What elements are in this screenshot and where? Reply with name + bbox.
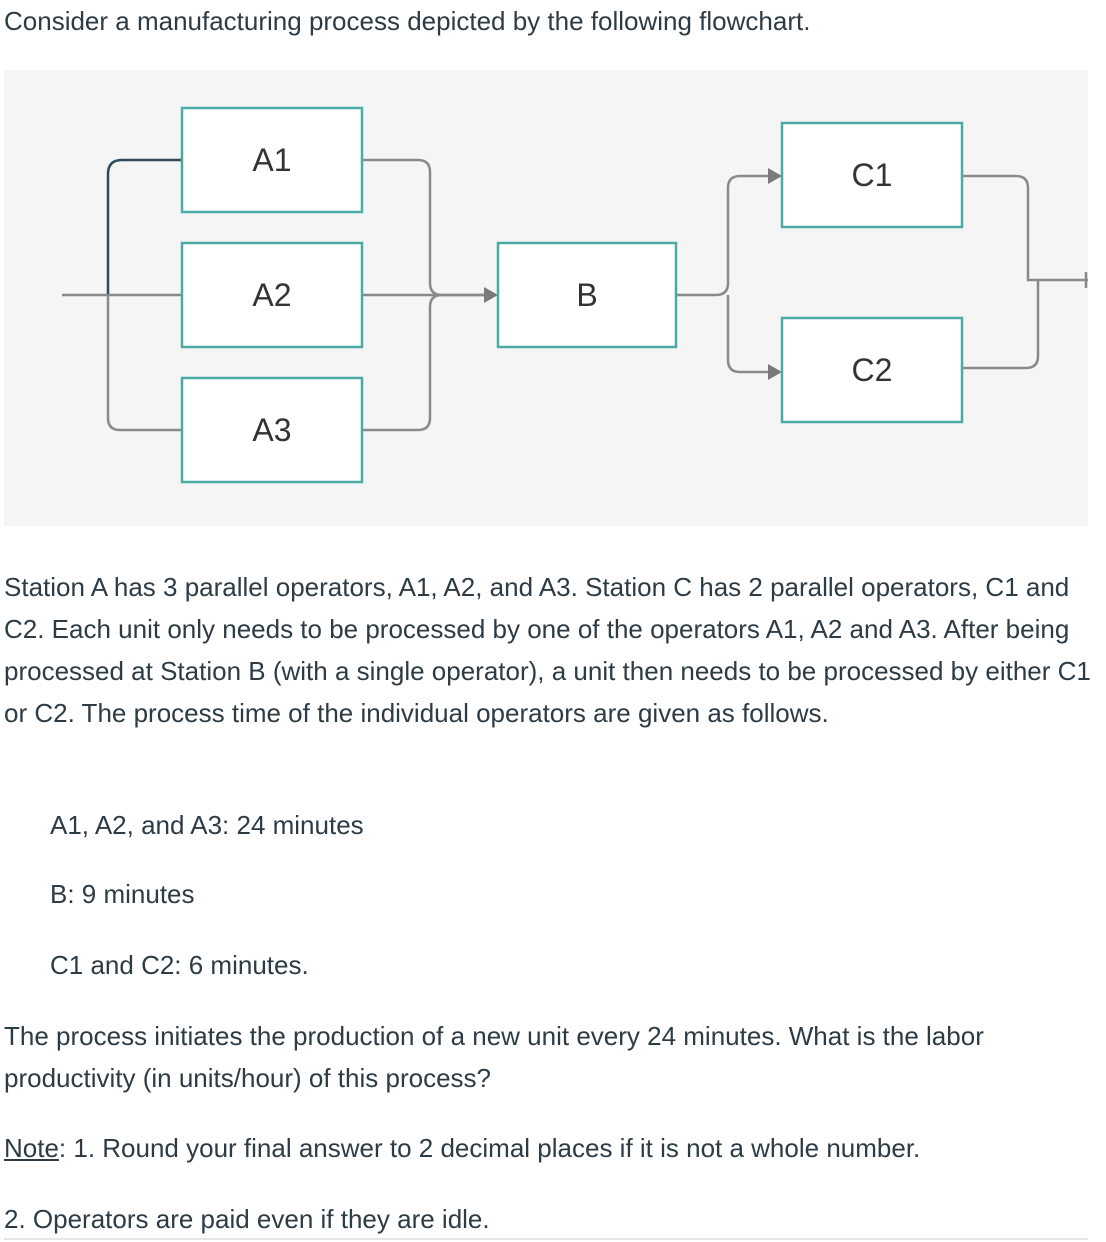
box-a1-label: A1 [252, 142, 291, 178]
intro-text: Consider a manufacturing process depicte… [4, 6, 811, 36]
process-time-a: A1, A2, and A3: 24 minutes [50, 810, 364, 840]
connector-b-to-c2 [726, 295, 768, 374]
flowchart-canvas: A1 A2 A3 B C1 C2 [62, 106, 1088, 484]
box-c1-label: C1 [852, 157, 893, 193]
connector-c1-out [962, 174, 1088, 282]
box-b: B [496, 241, 678, 349]
box-a1: A1 [180, 106, 364, 214]
box-a2: A2 [180, 241, 364, 349]
note-line-1: Note: 1. Round your final answer to 2 de… [4, 1127, 920, 1169]
connector-a1-vertical-lower [106, 295, 182, 432]
note-label: Note [4, 1133, 59, 1163]
box-a3-label: A3 [252, 412, 291, 448]
arrow-to-b [484, 287, 498, 303]
connector-a1-out [362, 158, 484, 297]
arrow-to-c2 [768, 364, 782, 380]
process-time-b: B: 9 minutes [50, 879, 195, 909]
flowchart: A1 A2 A3 B C1 C2 [4, 70, 1088, 526]
box-c1: C1 [780, 121, 964, 229]
connector-a3-out [362, 293, 443, 432]
box-c2: C2 [780, 316, 964, 424]
box-a3: A3 [180, 376, 364, 484]
box-b-label: B [576, 277, 597, 313]
box-a2-label: A2 [252, 277, 291, 313]
connector-b-out [676, 174, 768, 297]
connector-c2-out [962, 280, 1040, 370]
box-c2-label: C2 [852, 352, 893, 388]
process-time-c: C1 and C2: 6 minutes. [50, 950, 309, 980]
note-line-2: 2. Operators are paid even if they are i… [4, 1204, 490, 1234]
connector-a1-branch [106, 158, 182, 295]
question-text: The process initiates the production of … [4, 1021, 984, 1093]
arrow-to-c1 [768, 168, 782, 184]
note-text-1: : 1. Round your final answer to 2 decima… [58, 1133, 921, 1163]
problem-paragraph: Station A has 3 parallel operators, A1, … [4, 572, 1091, 728]
bottom-divider [4, 1238, 1088, 1240]
